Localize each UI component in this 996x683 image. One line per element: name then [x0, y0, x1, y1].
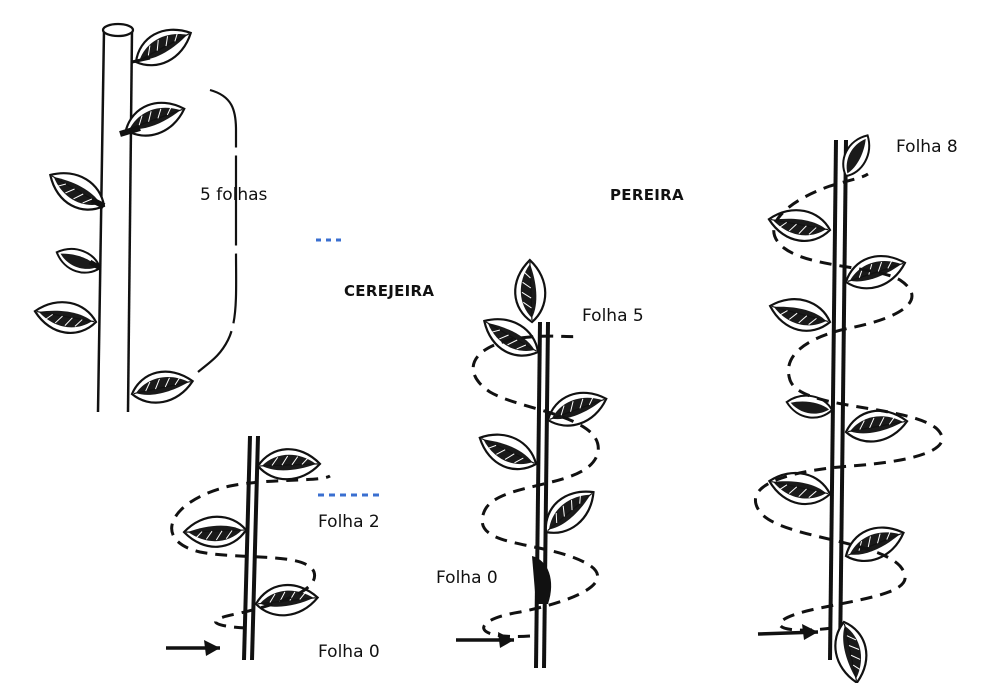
- label-folha-0-cerejeira: Folha 0: [436, 570, 498, 587]
- title-cerejeira: CEREJEIRA: [344, 284, 434, 299]
- label-folha-0-small: Folha 0: [318, 644, 380, 661]
- label-folha-8: Folha 8: [896, 139, 958, 156]
- figure-pereira: [755, 130, 942, 683]
- label-folha-5: Folha 5: [582, 308, 644, 325]
- title-pereira: PEREIRA: [610, 188, 684, 203]
- figure-small-spiral: [166, 436, 382, 660]
- figure-generic-stem: [32, 19, 342, 412]
- label-folha-2: Folha 2: [318, 514, 380, 531]
- label-5-folhas: 5 folhas: [200, 187, 267, 204]
